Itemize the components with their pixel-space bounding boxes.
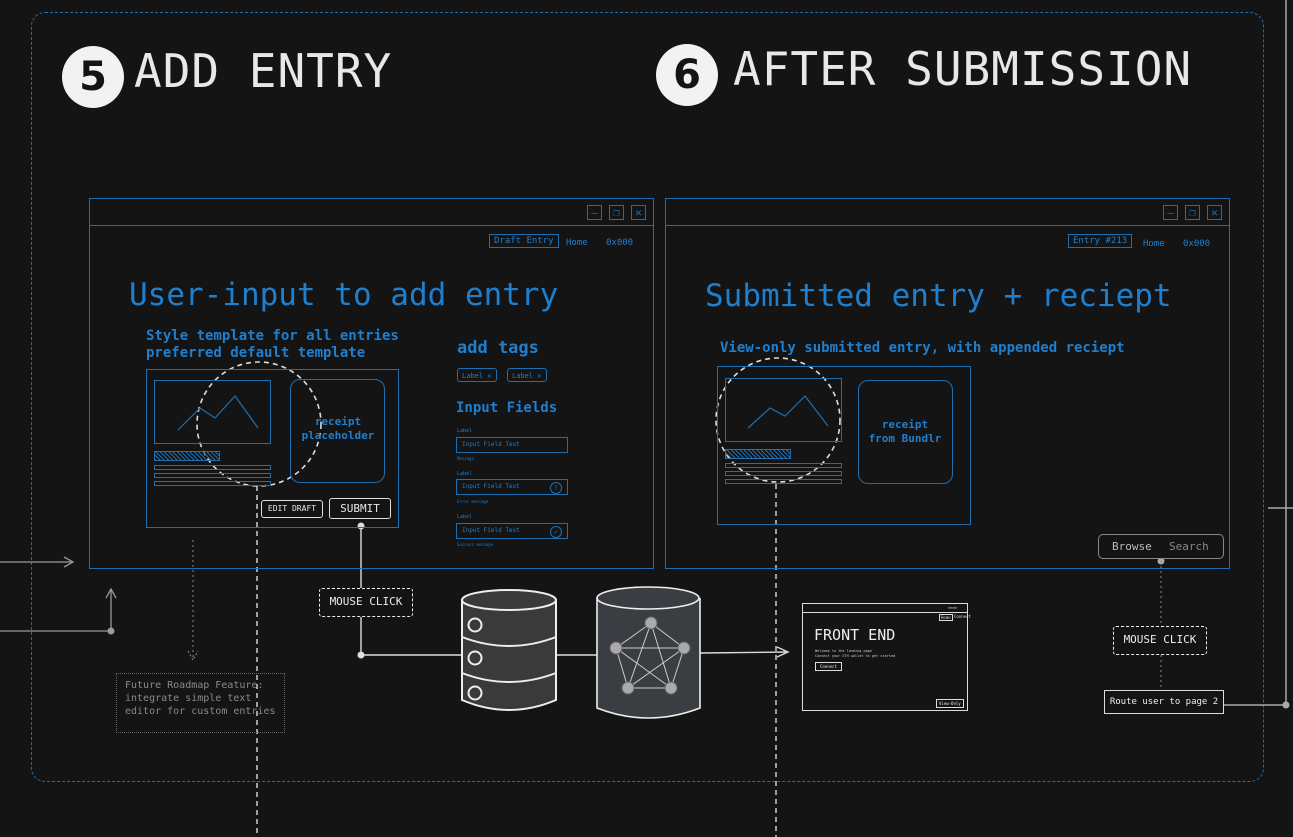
submit-button[interactable]: SUBMIT <box>329 498 391 519</box>
step-5-badge: 5 <box>62 46 124 108</box>
input-field-error[interactable]: Input Field Text! <box>456 479 568 495</box>
window-titlebar <box>803 604 967 613</box>
minimize-icon[interactable]: — <box>587 205 602 220</box>
field-label: Label <box>457 471 473 477</box>
entry-template-preview <box>146 369 399 528</box>
check-icon: ✓ <box>550 526 562 538</box>
info-icon: ! <box>550 482 562 494</box>
text-line-placeholder <box>725 463 842 468</box>
image-placeholder <box>154 380 271 444</box>
text-line-placeholder <box>154 465 271 470</box>
field-message: Message <box>457 456 474 461</box>
database-icon <box>461 589 557 711</box>
text-line-placeholder <box>154 481 271 486</box>
draft-entry-nav[interactable]: Draft Entry <box>489 234 559 248</box>
input-fields-heading: Input Fields <box>456 400 558 416</box>
step-5-title: ADD ENTRY <box>134 44 393 98</box>
wallet-address: 0x000 <box>606 238 634 248</box>
connect-button[interactable]: Connect <box>815 662 842 671</box>
window-titlebar: — ❐ ✕ <box>666 199 1229 226</box>
step-6-title: AFTER SUBMISSION <box>733 42 1193 96</box>
maximize-icon[interactable]: ❐ <box>1185 205 1200 220</box>
wallet-address: 0x000 <box>1183 239 1211 249</box>
tag-chip[interactable]: Label ✕ <box>457 368 497 382</box>
connect-nav-link[interactable]: Connect <box>954 614 971 619</box>
section-frame <box>31 12 1264 782</box>
entry-preview <box>717 366 971 525</box>
field-error-message: Error message <box>457 499 489 504</box>
front-end-window: ▭▭▭ Home Connect FRONT END Welcome to th… <box>802 603 971 711</box>
close-icon[interactable]: ✕ <box>1207 205 1222 220</box>
tag-chip[interactable]: Label ✕ <box>507 368 547 382</box>
receipt-label: receipt from Bundlr <box>868 418 942 445</box>
close-icon[interactable]: ✕ <box>631 205 646 220</box>
welcome-text: Connect your ETH wallet to get started <box>815 654 896 658</box>
text-line-placeholder <box>154 473 271 478</box>
browse-link[interactable]: Browse <box>1112 540 1152 553</box>
home-nav-link[interactable]: Home <box>939 614 953 621</box>
submitted-entry-window: — ❐ ✕ Entry #213 Home 0x000 Submitted en… <box>665 198 1230 569</box>
mouse-click-label: MOUSE CLICK <box>319 588 413 617</box>
close-icon[interactable]: ✕ <box>487 372 492 380</box>
receipt-box <box>858 380 953 484</box>
home-nav-link[interactable]: Home <box>566 238 588 248</box>
home-nav-link[interactable]: Home <box>1143 239 1165 249</box>
maximize-icon[interactable]: ❐ <box>609 205 624 220</box>
text-line-placeholder <box>725 471 842 476</box>
template-subtitle-2: preferred default template <box>146 345 366 361</box>
entry-id-nav[interactable]: Entry #213 <box>1068 234 1133 248</box>
image-placeholder <box>725 378 842 442</box>
window-titlebar: — ❐ ✕ <box>90 199 653 226</box>
edit-draft-button[interactable]: EDIT DRAFT <box>261 500 323 518</box>
receipt-placeholder-label: receipt placeholder <box>301 415 375 442</box>
field-success-message: Success message <box>457 542 494 547</box>
add-entry-window: — ❐ ✕ Draft Entry Home 0x000 User-input … <box>89 198 654 569</box>
input-field[interactable]: Input Field Text <box>456 437 568 453</box>
view-only-subtitle: View-only submitted entry, with appended… <box>720 340 1125 356</box>
route-user-label: Route user to page 2 <box>1104 690 1224 714</box>
mouse-click-label: MOUSE CLICK <box>1113 626 1207 655</box>
front-end-title: FRONT END <box>814 626 896 644</box>
search-link[interactable]: Search <box>1169 540 1209 553</box>
field-label: Label <box>457 514 473 520</box>
browse-search-bar: Browse Search <box>1098 534 1224 559</box>
welcome-text: Welcome to the landing page <box>815 649 872 653</box>
window-controls-icon: ▭▭▭ <box>948 605 958 611</box>
step-6-badge: 6 <box>656 44 718 106</box>
text-line-placeholder <box>725 449 791 459</box>
text-line-placeholder <box>154 451 220 461</box>
network-storage-icon <box>596 586 701 719</box>
minimize-icon[interactable]: — <box>1163 205 1178 220</box>
input-field-success[interactable]: Input Field Text✓ <box>456 523 568 539</box>
view-only-badge: View-Only <box>936 699 964 708</box>
close-icon[interactable]: ✕ <box>537 372 542 380</box>
roadmap-note: Future Roadmap Feature: integrate simple… <box>116 673 285 733</box>
template-subtitle-1: Style template for all entries <box>146 328 399 344</box>
page-title: User-input to add entry <box>129 277 559 313</box>
tags-heading: add tags <box>457 338 539 358</box>
field-label: Label <box>457 428 473 434</box>
page-title: Submitted entry + reciept <box>705 278 1172 314</box>
text-line-placeholder <box>725 479 842 484</box>
receipt-placeholder-box <box>290 379 385 483</box>
